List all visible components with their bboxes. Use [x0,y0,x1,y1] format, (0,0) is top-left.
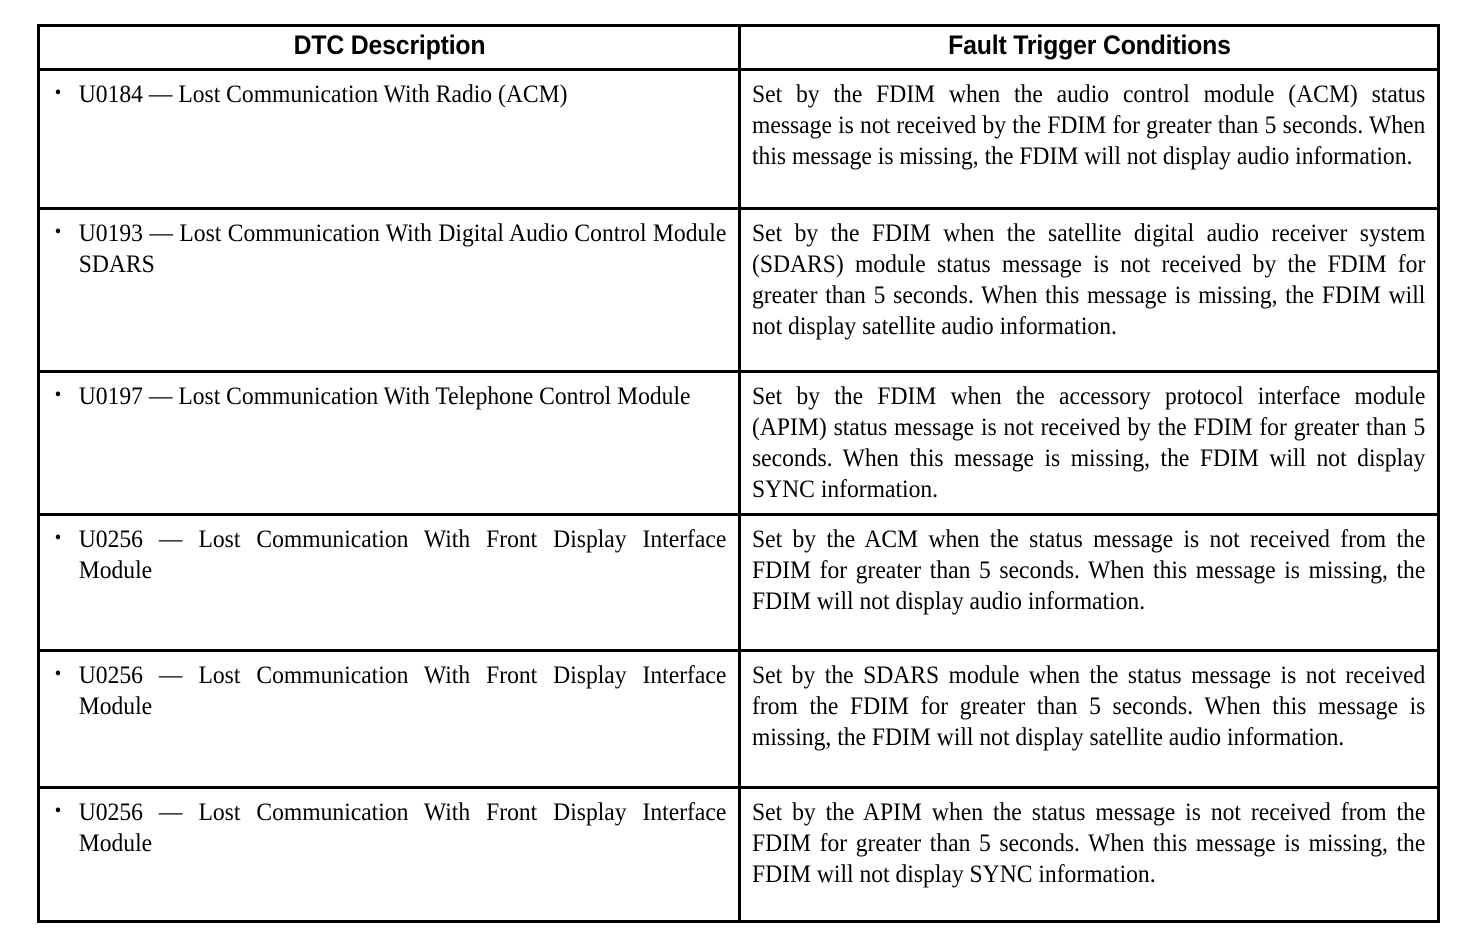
bullet-icon: • [54,527,62,549]
dtc-fault-table: DTC Description Fault Trigger Conditions… [37,24,1440,923]
dtc-description-text: U0256 — Lost Communication With Front Di… [78,660,727,720]
fault-condition-text: Set by the APIM when the status message … [752,797,1426,888]
dtc-bullet-item: • U0184 — Lost Communication With Radio … [51,78,726,109]
column-header-fault-trigger-conditions: Fault Trigger Conditions [766,24,1412,71]
cell-content: Set by the APIM when the status message … [752,796,1425,889]
dtc-bullet-item: • U0193 — Lost Communication With Digita… [51,217,727,279]
cell-dtc-description: • U0184 — Lost Communication With Radio … [37,68,741,210]
fault-condition-text: Set by the FDIM when the satellite digit… [752,218,1426,340]
cell-dtc-description: • U0256 — Lost Communication With Front … [37,649,741,789]
cell-content: • U0256 — Lost Communication With Front … [51,659,727,721]
cell-content: Set by the FDIM when the audio control m… [752,78,1425,171]
cell-dtc-description: • U0193 — Lost Communication With Digita… [37,207,741,373]
dtc-bullet-item: • U0256 — Lost Communication With Front … [51,796,727,858]
cell-fault-trigger-conditions: Set by the FDIM when the audio control m… [738,68,1440,210]
table-row: • U0256 — Lost Communication With Front … [37,513,1440,652]
table-row: • U0256 — Lost Communication With Front … [37,786,1440,923]
bullet-icon: • [54,384,62,406]
cell-content: • U0256 — Lost Communication With Front … [51,523,727,585]
table-body: • U0184 — Lost Communication With Radio … [37,68,1440,923]
dtc-bullet-item: • U0256 — Lost Communication With Front … [51,523,727,585]
cell-fault-trigger-conditions: Set by the APIM when the status message … [738,786,1440,923]
dtc-description-text: U0193 — Lost Communication With Digital … [78,218,727,278]
cell-fault-trigger-conditions: Set by the SDARS module when the status … [738,649,1440,789]
fault-condition-text: Set by the FDIM when the accessory proto… [752,381,1426,503]
cell-content: Set by the ACM when the status message i… [752,523,1425,616]
cell-content: Set by the FDIM when the accessory proto… [752,380,1425,504]
table-row: • U0256 — Lost Communication With Front … [37,649,1440,789]
table-row: • U0184 — Lost Communication With Radio … [37,68,1440,210]
bullet-icon: • [54,800,62,822]
cell-dtc-description: • U0256 — Lost Communication With Front … [37,786,741,923]
dtc-description-text: U0197 — Lost Communication With Telephon… [78,381,691,410]
cell-content: • U0256 — Lost Communication With Front … [51,796,727,858]
cell-dtc-description: • U0197 — Lost Communication With Teleph… [37,370,741,516]
dtc-description-text: U0256 — Lost Communication With Front Di… [78,524,727,584]
table-row: • U0193 — Lost Communication With Digita… [37,207,1440,373]
dtc-description-text: U0184 — Lost Communication With Radio (A… [78,79,568,108]
dtc-bullet-item: • U0197 — Lost Communication With Teleph… [51,380,726,411]
table-row: • U0197 — Lost Communication With Teleph… [37,370,1440,516]
cell-fault-trigger-conditions: Set by the FDIM when the satellite digit… [738,207,1440,373]
cell-dtc-description: • U0256 — Lost Communication With Front … [37,513,741,652]
column-header-dtc-description: DTC Description [65,24,713,71]
fault-condition-text: Set by the FDIM when the audio control m… [752,79,1426,170]
table-header-row: DTC Description Fault Trigger Conditions [39,24,1439,71]
fault-condition-text: Set by the ACM when the status message i… [752,524,1426,615]
cell-content: Set by the FDIM when the satellite digit… [752,217,1425,341]
cell-fault-trigger-conditions: Set by the FDIM when the accessory proto… [738,370,1440,516]
dtc-description-text: U0256 — Lost Communication With Front Di… [78,797,727,857]
cell-content: • U0184 — Lost Communication With Radio … [51,78,726,109]
fault-condition-text: Set by the SDARS module when the status … [752,660,1426,751]
bullet-icon: • [54,663,62,685]
cell-fault-trigger-conditions: Set by the ACM when the status message i… [738,513,1440,652]
table-header: DTC Description Fault Trigger Conditions [39,24,1439,71]
bullet-icon: • [54,221,62,243]
dtc-bullet-item: • U0256 — Lost Communication With Front … [51,659,727,721]
cell-content: • U0193 — Lost Communication With Digita… [51,217,727,279]
bullet-icon: • [54,82,62,104]
cell-content: • U0197 — Lost Communication With Teleph… [51,380,726,411]
cell-content: Set by the SDARS module when the status … [752,659,1425,752]
